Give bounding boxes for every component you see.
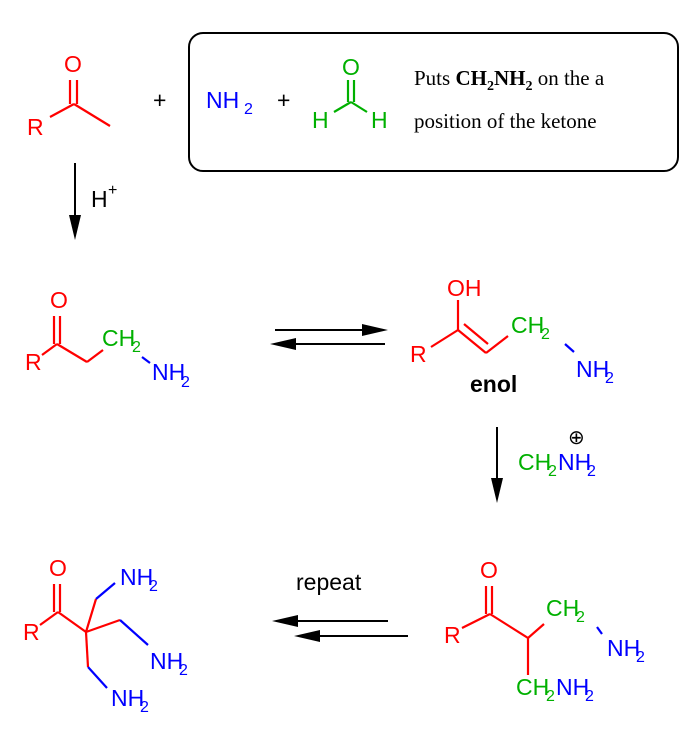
r-group: R [25,349,42,375]
enol-label: enol [470,371,517,397]
r-group: R [27,114,44,140]
plus-sign: + [277,87,290,113]
methylene: CH [511,312,544,338]
starting-ketone: R O [27,51,111,140]
hydrogen-right: H [371,107,388,133]
amino-1: NH [607,635,640,661]
plus-sign: + [153,87,166,113]
amino-2: NH [556,674,589,700]
methylene: CH [102,325,135,351]
amino-a: NH [120,564,153,590]
amine-reagent: NH 2 [206,87,253,118]
hydrogen-left: H [312,107,329,133]
equilibrium-arrows [270,324,388,350]
amine-subscript: 2 [244,101,253,118]
methylene-2: CH [516,674,549,700]
amino-b: NH [150,648,183,674]
amine-label: NH [206,87,239,113]
hydroxyl: OH [447,275,482,301]
positive-charge-icon: ⊕ [568,427,585,449]
subscript: 2 [587,463,596,480]
amino-c: NH [111,685,144,711]
iminium-ch: CH [518,449,551,475]
subscript: 2 [149,578,158,595]
subscript: 2 [546,688,555,705]
subscript: 2 [541,326,550,343]
subscript: 2 [585,688,594,705]
acid-label: H [91,186,108,212]
iminium-nh: NH [558,449,591,475]
oxygen: O [50,287,68,313]
oxygen: O [342,54,360,80]
note-line-1: Puts CH2NH2 on the a [414,66,605,94]
r-group: R [410,341,427,367]
subscript: 2 [132,339,141,356]
formaldehyde: O H H [312,54,388,133]
subscript: 2 [548,463,557,480]
acid-arrow: H + [69,163,117,240]
bond-c-ch3 [73,103,111,127]
r-group: R [444,622,461,648]
oxygen: O [64,51,82,77]
repeat-label: repeat [296,569,362,595]
subscript: 2 [605,370,614,387]
subscript: 2 [636,649,645,666]
acid-superscript: + [108,182,117,199]
bis-aminomethyl-ketone: R O CH 2 NH 2 CH 2 NH 2 [444,557,645,705]
oxygen: O [49,555,67,581]
amino: NH [152,359,185,385]
reagent-box [188,32,679,172]
bond-r-c [49,103,75,118]
subscript: 2 [181,374,190,391]
oxygen: O [480,557,498,583]
repeat-arrows: repeat [272,569,408,642]
amino: NH [576,356,609,382]
enol: R OH CH 2 NH 2 enol [410,275,614,397]
aminomethyl-ketone: R O CH 2 NH 2 [25,287,190,391]
methylene-1: CH [546,595,579,621]
subscript: 2 [576,609,585,626]
note-line-2: position of the ketone [414,109,597,133]
iminium-arrow: CH 2 NH 2 ⊕ [491,427,596,503]
r-group: R [23,619,40,645]
bond-ch-left [333,101,352,113]
bond-ch-right [350,101,368,113]
tris-aminomethyl-ketone: R O NH 2 NH 2 NH 2 [23,555,188,716]
subscript: 2 [179,662,188,679]
subscript: 2 [140,699,149,716]
